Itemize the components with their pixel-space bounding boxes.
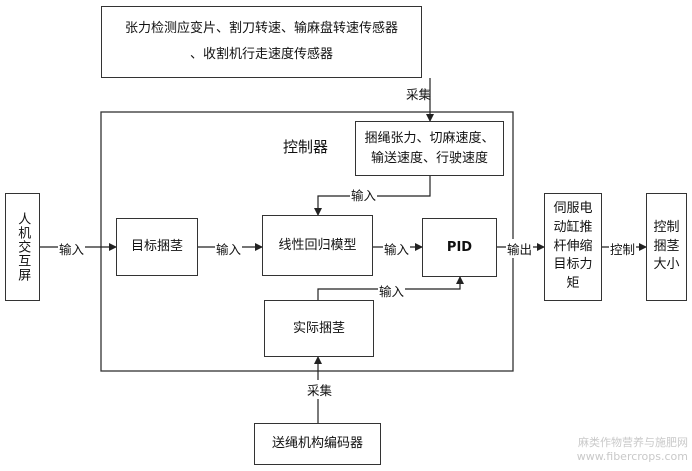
sensors-box: 张力检测应变片、割刀转速、输麻盘转速传感器 、收割机行走速度传感器: [101, 6, 422, 78]
params-line-2: 输送速度、行驶速度: [370, 150, 488, 166]
params-box: 捆绳张力、切麻速度、 输送速度、行驶速度: [355, 121, 504, 176]
sensors-line-1: 张力检测应变片、割刀转速、输麻盘转速传感器: [124, 21, 398, 36]
regression-model-label: 线性回归模型: [278, 237, 357, 253]
watermark-line-2: www.fibercrops.com: [576, 449, 688, 463]
target-bundle-box: 目标捆茎: [116, 218, 198, 276]
pid-label: PID: [446, 239, 473, 255]
label-input-hmi: 输入: [58, 239, 86, 258]
params-line-1: 捆绳张力、切麻速度、: [364, 131, 495, 146]
encoder-label: 送绳机构编码器: [271, 436, 363, 452]
label-collect-bottom: 采集: [306, 380, 334, 399]
label-input-target: 输入: [215, 239, 243, 258]
control-bundle-size-label: 控制捆茎大小: [653, 219, 680, 273]
encoder-box: 送绳机构编码器: [254, 423, 381, 465]
label-input-model: 输入: [383, 239, 411, 258]
controller-title: 控制器: [283, 138, 329, 156]
label-collect-top: 采集: [406, 87, 432, 102]
actual-bundle-box: 实际捆茎: [264, 300, 374, 357]
actual-bundle-label: 实际捆茎: [292, 320, 345, 336]
pid-box: PID: [422, 218, 497, 277]
control-bundle-size-box: 控制捆茎大小: [646, 193, 687, 301]
label-input-actual: 输入: [378, 281, 406, 300]
target-bundle-label: 目标捆茎: [130, 239, 183, 255]
watermark: 麻类作物营养与施肥网 www.fibercrops.com: [560, 436, 688, 464]
hmi-label: 人机交互屏: [15, 212, 31, 282]
watermark-line-1: 麻类作物营养与施肥网: [578, 436, 688, 449]
label-control: 控制: [609, 239, 637, 258]
label-input-params: 输入: [350, 185, 378, 204]
sensors-line-2: 、收割机行走速度传感器: [189, 47, 333, 62]
servo-torque-label: 伺服电动缸推杆伸缩目标力矩: [553, 200, 593, 292]
label-output: 输出: [506, 239, 534, 258]
hmi-box: 人机交互屏: [5, 193, 40, 301]
servo-torque-box: 伺服电动缸推杆伸缩目标力矩: [544, 193, 602, 301]
regression-model-box: 线性回归模型: [262, 215, 373, 276]
